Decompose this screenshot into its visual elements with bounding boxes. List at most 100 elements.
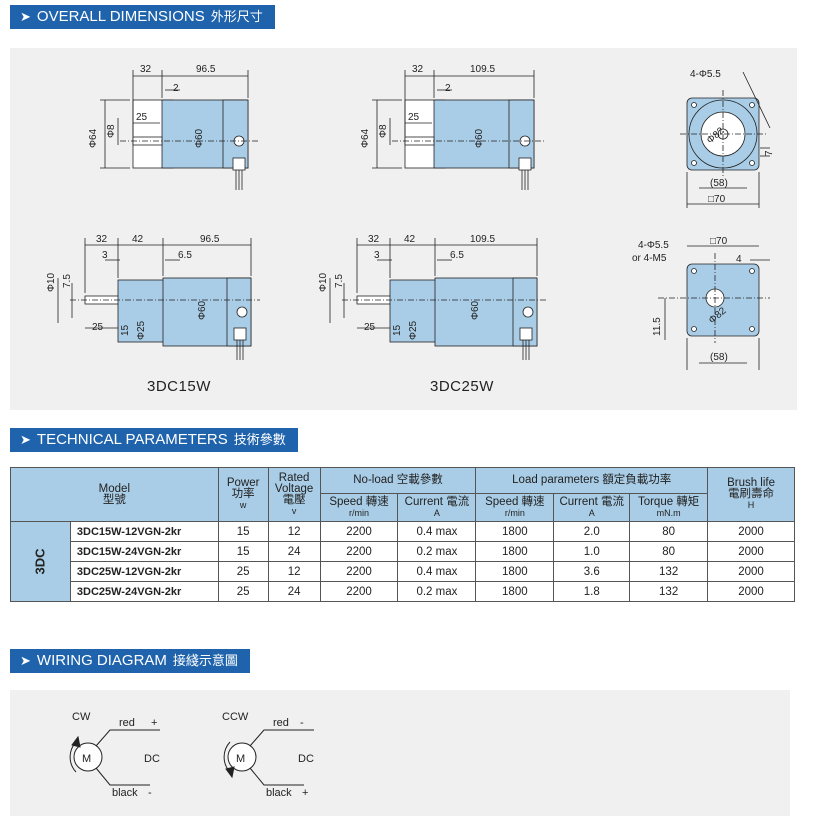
series-cell: 3DC bbox=[10, 521, 71, 602]
dim-phi64-b: Φ64 bbox=[360, 128, 371, 148]
dim-phi64-a: Φ64 bbox=[88, 128, 99, 148]
cell-current: 1.0 bbox=[553, 541, 631, 562]
dim-phi60-c: Φ60 bbox=[197, 300, 208, 320]
cell-nl-current: 0.2 max bbox=[397, 581, 477, 602]
section-title-zh: 外形尺寸 bbox=[210, 9, 263, 24]
label-black-ccw: black bbox=[266, 787, 292, 799]
label-ccw: CCW bbox=[222, 711, 249, 723]
dim-2-b: 2 bbox=[445, 83, 451, 94]
geared-motor-15w-view bbox=[57, 238, 260, 360]
section-title-text: TECHNICAL PARAMETERS bbox=[36, 431, 228, 448]
geared-motor-25w-view bbox=[329, 238, 546, 360]
dim-phi25-c: Φ25 bbox=[136, 320, 147, 340]
dim-42-c: 42 bbox=[132, 234, 144, 245]
dim-25-d: 25 bbox=[364, 322, 376, 333]
dim-96-5-a: 96.5 bbox=[196, 64, 216, 75]
cell-brush: 2000 bbox=[707, 581, 795, 602]
motor-15w-side-view bbox=[100, 70, 260, 190]
dimensions-panel: 32 96.5 2 25 Φ64 Φ8 Φ60 32 109.5 2 25 Φ6… bbox=[10, 48, 797, 410]
cell-brush: 2000 bbox=[707, 541, 795, 562]
label-cw: CW bbox=[72, 711, 91, 723]
cell-torque: 80 bbox=[629, 541, 709, 562]
cell-speed: 1800 bbox=[475, 581, 555, 602]
cell-nl-current: 0.4 max bbox=[397, 521, 477, 542]
dim-7-5-c: 7.5 bbox=[62, 274, 73, 288]
geared-end-view bbox=[658, 245, 770, 370]
dim-phi8-b: Φ8 bbox=[378, 124, 389, 138]
cell-model: 3DC15W-12VGN-2kr bbox=[69, 521, 219, 542]
cell-nl-speed: 2200 bbox=[319, 521, 399, 542]
dim-58-top: (58) bbox=[710, 178, 728, 189]
sign-black-ccw: + bbox=[302, 787, 308, 799]
cell-nl-current: 0.4 max bbox=[397, 561, 477, 582]
cell-speed: 1800 bbox=[475, 541, 555, 562]
cell-voltage: 24 bbox=[267, 541, 321, 562]
cell-power: 15 bbox=[217, 521, 269, 542]
wiring-panel: CW M red + DC black - CCW M red - DC bla… bbox=[10, 690, 790, 816]
dim-42-d: 42 bbox=[404, 234, 416, 245]
cw-diagram bbox=[69, 729, 160, 786]
section-title-zh: 接綫示意圖 bbox=[172, 653, 238, 668]
dim-sq70-top: □70 bbox=[708, 194, 726, 205]
motor-icon-cw bbox=[73, 742, 103, 772]
dim-32-c: 32 bbox=[96, 234, 108, 245]
sign-red-ccw: - bbox=[300, 717, 304, 729]
cell-torque: 132 bbox=[629, 581, 709, 602]
dim-15-c: 15 bbox=[120, 324, 131, 336]
cell-nl-speed: 2200 bbox=[319, 561, 399, 582]
dim-6-5-c: 6.5 bbox=[178, 250, 192, 261]
cell-model: 3DC25W-24VGN-2kr bbox=[69, 581, 219, 602]
label-red-cw: red bbox=[119, 717, 135, 729]
table-row: 3DC25W-12VGN-2kr 25 12 2200 0.4 max 1800… bbox=[11, 561, 795, 582]
chevron-right-icon: ➤ bbox=[20, 432, 31, 447]
header-load: Load parameters 額定負載功率 bbox=[475, 467, 709, 494]
dim-25-b: 25 bbox=[408, 112, 420, 123]
dim-15-d: 15 bbox=[392, 324, 403, 336]
dim-3-c: 3 bbox=[102, 250, 108, 261]
section-title-text: WIRING DIAGRAM bbox=[36, 652, 167, 669]
cell-power: 25 bbox=[217, 561, 269, 582]
dim-58-bottom: (58) bbox=[710, 352, 728, 363]
cell-voltage: 12 bbox=[267, 561, 321, 582]
cell-torque: 132 bbox=[629, 561, 709, 582]
dim-holes-bottom-alt: or 4-M5 bbox=[632, 253, 667, 264]
dim-holes-bottom: 4-Φ5.5 bbox=[638, 240, 669, 251]
dim-4: 4 bbox=[736, 254, 742, 265]
dim-phi60-a: Φ60 bbox=[194, 128, 205, 148]
cell-brush: 2000 bbox=[707, 521, 795, 542]
ccw-diagram bbox=[223, 729, 314, 786]
section-title-text: OVERALL DIMENSIONS bbox=[36, 8, 205, 25]
cell-model: 3DC15W-24VGN-2kr bbox=[69, 541, 219, 562]
dim-7: 7 bbox=[764, 150, 775, 156]
dim-109-5-d: 109.5 bbox=[470, 234, 495, 245]
label-dc-ccw: DC bbox=[298, 753, 314, 765]
cell-speed: 1800 bbox=[475, 561, 555, 582]
cell-brush: 2000 bbox=[707, 561, 795, 582]
dim-11-5: 11.5 bbox=[652, 317, 663, 336]
dim-7-5-d: 7.5 bbox=[334, 274, 345, 288]
cell-power: 15 bbox=[217, 541, 269, 562]
cell-torque: 80 bbox=[629, 521, 709, 542]
cell-model: 3DC25W-12VGN-2kr bbox=[69, 561, 219, 582]
dim-phi60-d: Φ60 bbox=[470, 300, 481, 320]
dim-96-5-c: 96.5 bbox=[200, 234, 220, 245]
cell-current: 3.6 bbox=[553, 561, 631, 582]
sign-red-cw: + bbox=[151, 717, 157, 729]
dimensions-drawing: 32 96.5 2 25 Φ64 Φ8 Φ60 32 109.5 2 25 Φ6… bbox=[46, 64, 775, 370]
cell-voltage: 12 bbox=[267, 521, 321, 542]
dim-32-d: 32 bbox=[368, 234, 380, 245]
dim-32-b: 32 bbox=[412, 64, 424, 75]
cell-nl-speed: 2200 bbox=[319, 541, 399, 562]
dim-phi10-c: Φ10 bbox=[46, 272, 57, 292]
dim-32-a: 32 bbox=[140, 64, 152, 75]
motor-letter-ccw: M bbox=[236, 753, 245, 765]
